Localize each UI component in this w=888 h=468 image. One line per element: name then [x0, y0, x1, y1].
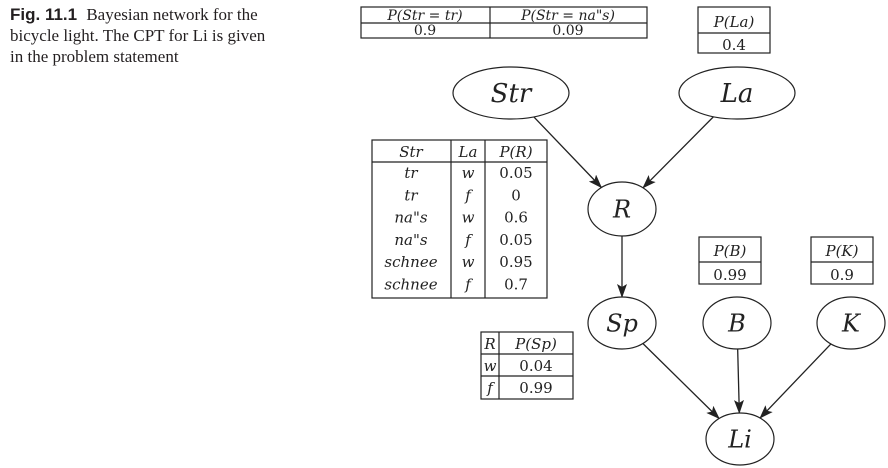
node-li-ellipse [705, 412, 775, 466]
sp-cpt-cell: 0.04 [519, 357, 552, 375]
r-cpt-cell: 0 [511, 186, 521, 204]
node-str-label: Str [491, 79, 533, 109]
node-sp: Sp [587, 296, 657, 350]
r-cpt-header-pr: P(R) [498, 143, 532, 161]
la-prior-header: P(La) [713, 13, 755, 31]
node-b: B [702, 296, 772, 350]
edge-b-to-li [733, 348, 744, 415]
str-prior-value-nas: 0.09 [552, 23, 583, 39]
node-la-label: La [720, 79, 754, 109]
sp-cpt-table: R P(Sp) w 0.04 f 0.99 [480, 331, 574, 400]
r-cpt-cell: na"s [394, 231, 428, 249]
edge-k-to-li [759, 343, 832, 419]
r-cpt-table: Str La P(R) tr w 0.05 tr f 0 na"s w 0.6 na"s f 0.05… [371, 139, 548, 299]
sp-cpt-header-r: R [483, 335, 495, 353]
sp-cpt-cell: 0.99 [519, 379, 552, 397]
node-li: Li [705, 412, 775, 466]
r-cpt-cell: 0.05 [499, 231, 532, 249]
figure-caption: Fig. 11.1 Bayesian network for the bicyc… [10, 4, 280, 67]
r-cpt-cell: 0.7 [504, 276, 528, 294]
edge-str-to-r [533, 116, 603, 189]
edge-la-to-r [642, 116, 714, 189]
r-cpt-cell: schnee [384, 253, 437, 271]
r-cpt-cell: f [464, 186, 473, 204]
r-cpt-header-la: La [458, 143, 478, 161]
la-prior-table: P(La) 0.4 [697, 6, 771, 54]
r-cpt-cell: na"s [394, 209, 428, 227]
str-prior-value-tr: 0.9 [414, 23, 436, 39]
k-prior-value: 0.9 [830, 266, 854, 284]
edge-sp-to-li [642, 343, 720, 420]
k-prior-table: P(K) 0.9 [810, 236, 874, 285]
figure-caption-text: Bayesian network for the bicycle light. … [10, 5, 266, 66]
sp-cpt-header-psp: P(Sp) [514, 335, 557, 353]
r-cpt-cell: tr [404, 186, 418, 204]
r-cpt-cell: w [462, 164, 475, 182]
r-cpt-cell: 0.95 [499, 253, 532, 271]
sp-cpt-cell: w [484, 357, 497, 375]
node-sp-label: Sp [606, 309, 638, 337]
node-k: K [816, 296, 886, 350]
node-la: La [678, 66, 796, 120]
str-prior-header-tr: P(Str = tr) [386, 8, 462, 24]
node-li-label: Li [727, 425, 752, 453]
node-k-ellipse [816, 296, 886, 350]
node-la-ellipse [678, 66, 796, 120]
b-prior-table: P(B) 0.99 [698, 236, 762, 285]
node-str-ellipse [452, 66, 570, 120]
node-b-label: B [727, 309, 746, 337]
r-cpt-cell: schnee [384, 276, 437, 294]
node-sp-ellipse [587, 296, 657, 350]
str-prior-header-nas: P(Str = na"s) [520, 8, 615, 24]
node-r-label: R [612, 195, 631, 223]
b-prior-value: 0.99 [713, 266, 746, 284]
r-cpt-cell: f [464, 231, 473, 249]
r-cpt-cell: 0.05 [499, 164, 532, 182]
sp-cpt-cell: f [486, 379, 495, 397]
k-prior-header: P(K) [824, 242, 858, 260]
node-r: R [587, 181, 657, 237]
figure-label: Fig. 11.1 [10, 5, 78, 24]
la-prior-value: 0.4 [722, 36, 746, 54]
node-r-ellipse [587, 181, 657, 237]
r-cpt-cell: tr [404, 164, 418, 182]
r-cpt-cell: f [464, 276, 473, 294]
str-prior-table: P(Str = tr) P(Str = na"s) 0.9 0.09 [360, 6, 648, 39]
r-cpt-header-str: Str [399, 143, 423, 161]
edges [533, 116, 832, 420]
node-k-label: K [841, 309, 862, 337]
node-b-ellipse [702, 296, 772, 350]
b-prior-header: P(B) [713, 242, 747, 260]
node-str: Str [452, 66, 570, 120]
r-cpt-cell: w [462, 209, 475, 227]
r-cpt-cell: w [462, 253, 475, 271]
r-cpt-cell: 0.6 [504, 209, 528, 227]
